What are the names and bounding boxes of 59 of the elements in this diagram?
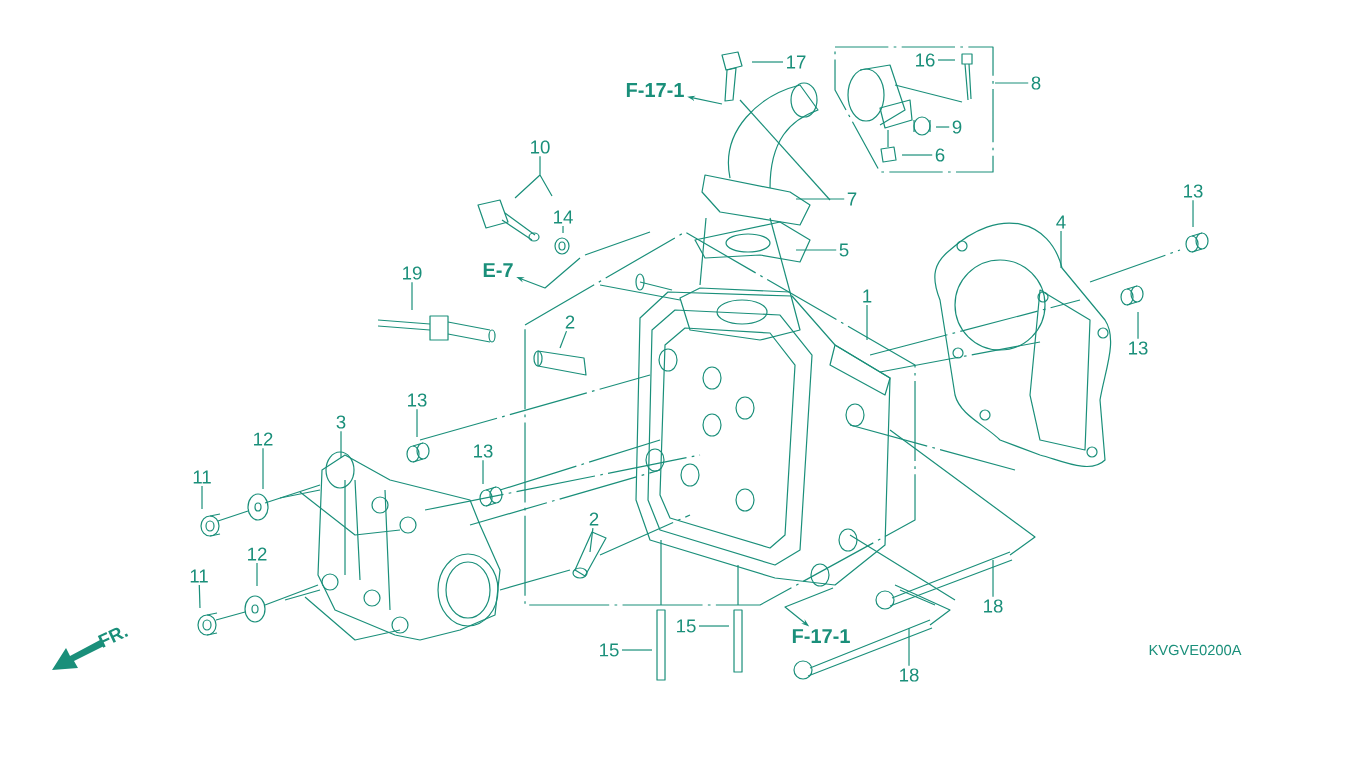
- callout-number: 2: [589, 512, 599, 526]
- callout-number: 15: [600, 643, 619, 657]
- callout-number: 18: [900, 668, 919, 682]
- callout-number: 7: [847, 192, 857, 206]
- leader-line: [411, 281, 413, 311]
- leader-line: [698, 625, 730, 627]
- callout-number: 15: [677, 619, 696, 633]
- callout-number: 3: [336, 415, 346, 429]
- callout-number: 12: [248, 547, 267, 561]
- leader-line: [1137, 311, 1139, 340]
- reference-label: F-17-1: [792, 629, 850, 643]
- callout-number: 5: [839, 243, 849, 257]
- callout-number: 11: [190, 569, 208, 583]
- leader-line: [198, 584, 201, 609]
- leader-line: [994, 82, 1029, 84]
- callout-number: 4: [1056, 215, 1066, 229]
- leader-line: [795, 198, 845, 200]
- leader-line: [937, 59, 956, 61]
- direction-label: FR.: [97, 627, 129, 648]
- callout-number: 9: [952, 120, 962, 134]
- leader-line: [621, 649, 653, 651]
- leader-line: [559, 330, 568, 349]
- callout-number: 19: [403, 266, 422, 280]
- leader-line: [340, 430, 342, 459]
- callout-number: 14: [554, 210, 573, 224]
- leader-line: [589, 527, 594, 553]
- leader-line: [795, 249, 837, 251]
- leader-line: [256, 562, 258, 587]
- reference-label: E-7: [483, 263, 513, 277]
- callout-number: 6: [935, 148, 945, 162]
- leader-line: [901, 154, 933, 156]
- callout-number: 11: [193, 470, 211, 484]
- leader-line: [201, 485, 203, 510]
- leader-line: [482, 459, 484, 485]
- callout-number: 1: [863, 289, 872, 303]
- callout-number: 16: [916, 53, 935, 67]
- callout-number: 13: [474, 444, 493, 458]
- leader-line: [992, 559, 994, 598]
- callout-number: 10: [531, 140, 550, 154]
- leader-line: [416, 408, 418, 438]
- leader-line: [262, 447, 264, 490]
- callout-number: 8: [1031, 76, 1041, 90]
- callout-number: 18: [984, 599, 1003, 613]
- leader-line: [935, 126, 950, 128]
- callout-number: 17: [787, 55, 806, 69]
- callout-number: 13: [408, 393, 427, 407]
- drawing-code: KVGVE0200A: [1149, 644, 1242, 656]
- leader-line: [562, 225, 564, 234]
- reference-label: F-17-1: [626, 83, 684, 97]
- callout-number: 2: [565, 315, 575, 329]
- leader-line: [908, 627, 910, 667]
- leader-line: [751, 61, 784, 63]
- leader-line: [1192, 199, 1194, 228]
- leader-line: [514, 155, 553, 199]
- leader-line: [866, 304, 868, 341]
- callout-number: 12: [254, 432, 273, 446]
- leader-line: [1060, 230, 1062, 269]
- callout-number: 13: [1184, 184, 1203, 198]
- callout-number: 13: [1129, 341, 1148, 355]
